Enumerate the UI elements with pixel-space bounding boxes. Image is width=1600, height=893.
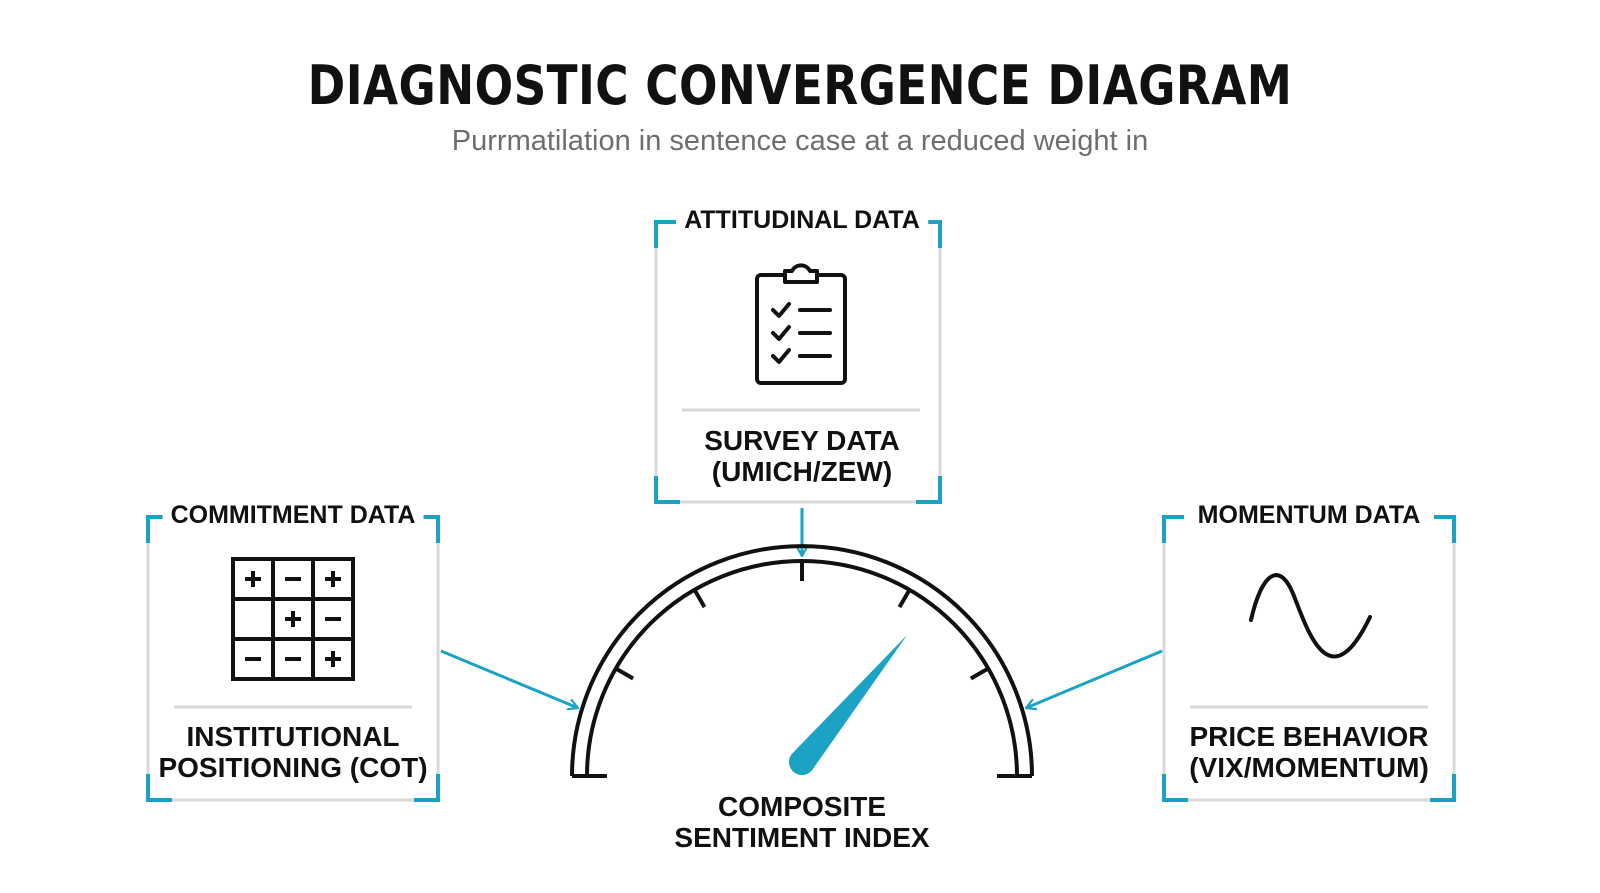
grid-plus-sign: [285, 611, 301, 627]
attitudinal-label-line2: (UMICH/ZEW): [711, 456, 893, 487]
plus-minus-grid-icon: [231, 557, 355, 681]
clipboard-checklist-icon: [755, 263, 847, 385]
commitment-label-line1: INSTITUTIONAL: [186, 721, 400, 752]
arrow-commitment-to-gauge: [440, 649, 578, 708]
attitudinal-label: SURVEY DATA (UMICH/ZEW): [704, 425, 900, 487]
gauge-icon: [570, 544, 1034, 778]
page-subtitle: Purrmatilation in sentence case at a red…: [451, 125, 1149, 157]
sine-wave-icon: [1249, 573, 1372, 659]
gauge-needle-shape: [788, 634, 908, 776]
gauge-label-line2: SENTIMENT INDEX: [674, 822, 930, 853]
commitment-label: INSTITUTIONAL POSITIONING (COT): [158, 721, 427, 783]
gauge-tick: [614, 666, 635, 681]
grid-plus-sign: [325, 651, 341, 667]
gauge-label-line1: COMPOSITE: [717, 791, 887, 822]
arrow-momentum-to-gauge: [1026, 649, 1163, 708]
momentum-card-frame: [1162, 515, 1456, 802]
gauge-needle: [788, 634, 908, 776]
momentum-label-line2: (VIX/MOMENTUM): [1189, 752, 1429, 783]
attitudinal-label-line1: SURVEY DATA: [704, 425, 900, 456]
gauge-tick: [692, 588, 707, 609]
gauge-tick: [897, 588, 912, 609]
commitment-card-frame: [146, 515, 440, 802]
attitudinal-card-frame: [654, 220, 942, 504]
momentum-label-line1: PRICE BEHAVIOR: [1189, 721, 1429, 752]
grid-plus-sign: [245, 571, 261, 587]
page-title: DIAGNOSTIC CONVERGENCE DIAGRAM: [307, 54, 1293, 117]
gauge-label: COMPOSITE SENTIMENT INDEX: [674, 791, 929, 853]
attitudinal-heading: ATTITUDINAL DATA: [676, 206, 928, 235]
grid-plus-sign: [325, 571, 341, 587]
commitment-label-line2: POSITIONING (COT): [158, 752, 428, 783]
gauge-tick: [969, 666, 990, 681]
commitment-heading: COMMITMENT DATA: [162, 501, 424, 530]
momentum-label: PRICE BEHAVIOR (VIX/MOMENTUM): [1189, 721, 1429, 783]
momentum-heading: MOMENTUM DATA: [1189, 501, 1429, 530]
